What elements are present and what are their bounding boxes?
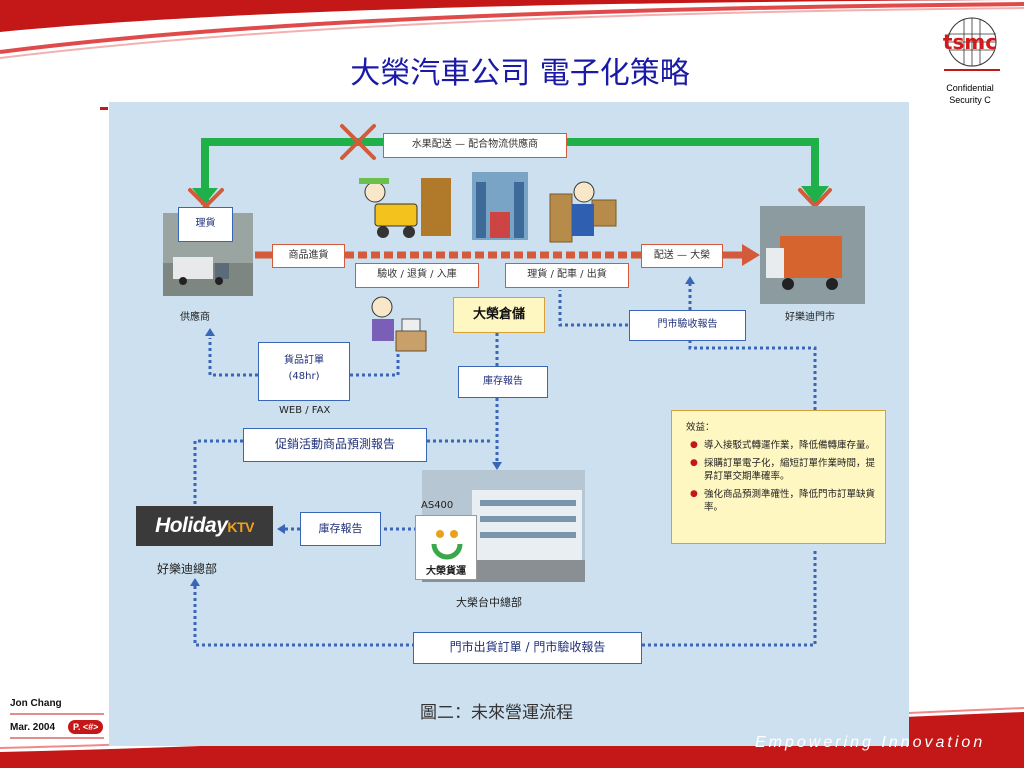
holiday-ktv-logo: HolidayKTV: [136, 506, 273, 546]
web-fax-label: WEB / FAX: [279, 405, 331, 416]
benefit-item: 強化商品預測準確性，降低門市訂單缺貨率。: [680, 488, 877, 514]
presentation-date: Mar. 2004: [10, 722, 56, 733]
arrange-tag: 理貨: [178, 207, 233, 242]
inventory-report-box: 庫存報告: [458, 366, 548, 398]
benefits-box: 效益： 導入接駁式轉運作業，降低備轉庫存量。 採購訂單電子化，縮短訂單作業時間，…: [671, 410, 886, 544]
taichung-hq-label: 大榮台中總部: [456, 596, 522, 609]
goods-order-line-2: (48hr): [288, 371, 320, 382]
figure-caption: 圖二：未來營運流程: [420, 703, 573, 723]
benefit-item: 導入接駁式轉運作業，降低備轉庫存量。: [680, 439, 877, 452]
benefit-item: 採購訂單電子化，縮短訂單作業時間，提昇訂單交期準確率。: [680, 457, 877, 483]
page-number-badge: P. <#>: [68, 720, 104, 734]
tsmc-logo-text: tsmc: [942, 30, 998, 54]
holiday-logo-word: Holiday: [155, 514, 228, 537]
slogan: Empowering Innovation: [755, 734, 986, 751]
store-truck-photo: [760, 206, 865, 304]
dr-freight-logo: 大榮貨運: [415, 515, 477, 580]
holiday-hq-label: 好樂迪總部: [157, 562, 218, 576]
delivery-box: 配送 — 大榮: [641, 244, 723, 268]
warehouse-box: 大榮倉儲: [453, 297, 545, 333]
author-name: Jon Chang: [10, 698, 62, 709]
supplier-label: 供應商: [180, 312, 210, 323]
warehouse-interior-photo: [472, 172, 528, 240]
store-label: 好樂迪門市: [785, 312, 835, 323]
boxes-worker-illustration: [549, 181, 617, 243]
tsmc-globe-logo-icon: [944, 17, 1000, 71]
pick-dispatch-box: 理貨 / 配車 / 出貨: [505, 263, 629, 288]
page-title: 大榮汽車公司 電子化策略: [350, 56, 690, 91]
store-acceptance-report-box: 門市驗收報告: [629, 310, 746, 341]
confidential-line-2: Security C: [949, 95, 991, 105]
confidential-line-1: Confidential: [946, 83, 994, 93]
inventory-report-box-2: 庫存報告: [300, 512, 381, 546]
goods-order-line-1: 貨品訂單: [284, 355, 324, 366]
top-flow-label: 水果配送 — 配合物流供應商: [383, 133, 567, 158]
incoming-goods-box: 商品進貨: [272, 244, 345, 268]
receive-return-stock-box: 驗收 / 退貨 / 入庫: [355, 263, 479, 288]
promo-forecast-report-box: 促銷活動商品預測報告: [243, 428, 427, 462]
forklift-worker-illustration: [359, 178, 451, 238]
as400-label: AS400: [421, 500, 454, 511]
benefits-title: 效益：: [686, 422, 715, 433]
goods-order-box: 貨品訂單 (48hr): [258, 342, 350, 401]
store-shipment-order-report-box: 門市出貨訂單 / 門市驗收報告: [413, 632, 642, 664]
ktv-logo-word: KTV: [227, 519, 254, 535]
office-worker-illustration: [371, 296, 427, 352]
dr-freight-logo-icon: [431, 530, 463, 560]
dr-freight-logo-text: 大榮貨運: [426, 566, 466, 577]
confidential-label: Confidential Security C: [930, 82, 1010, 106]
